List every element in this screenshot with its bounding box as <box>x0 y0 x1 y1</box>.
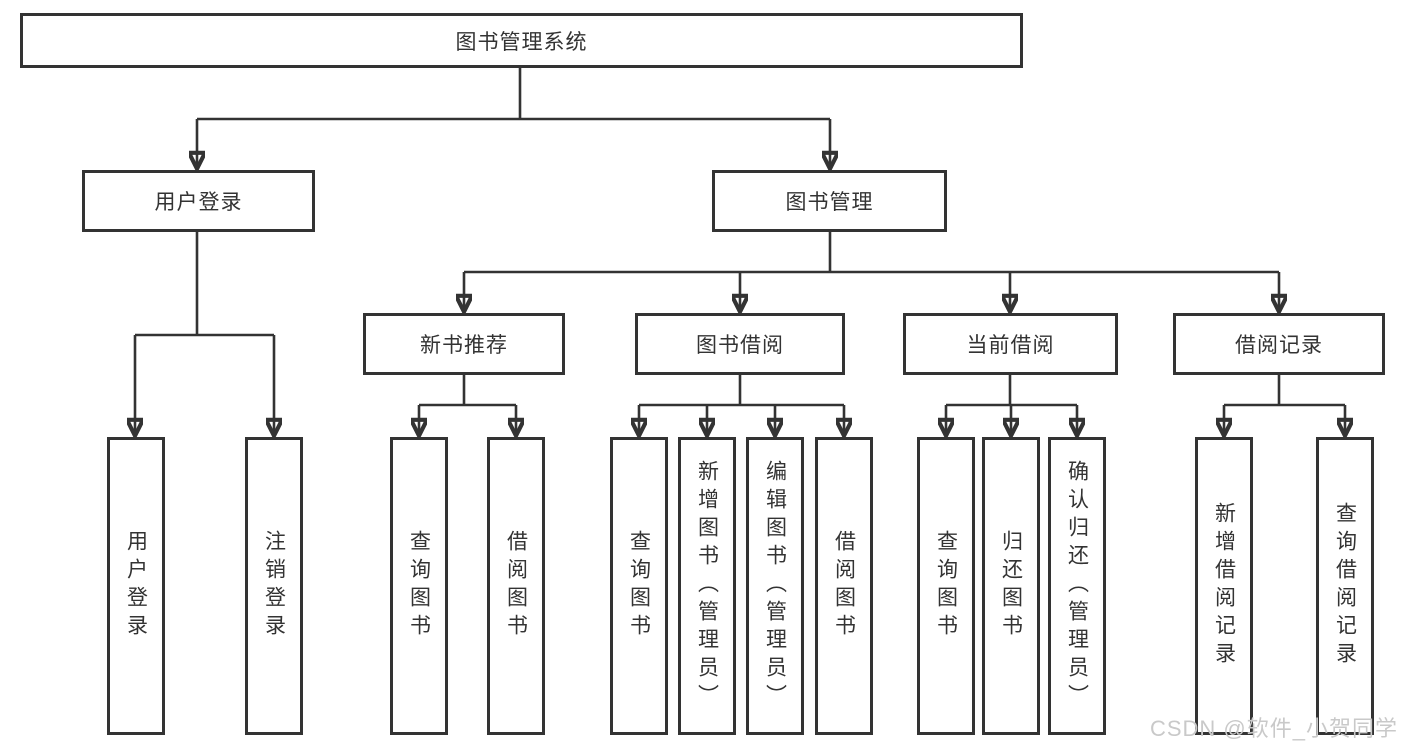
connector-current-borrow-to-leaves <box>946 375 1077 435</box>
node-new-book-recommend: 新书推荐 <box>363 313 565 375</box>
leaf-label: 查询图书 <box>627 530 651 642</box>
leaf-return-books: 归还图书 <box>982 437 1040 735</box>
leaf-label: 注销登录 <box>262 530 286 642</box>
connector-book-management-to-level3 <box>464 232 1279 311</box>
leaf-query-books: 查询图书 <box>390 437 448 735</box>
connector-new-book-recommend-to-leaves <box>419 375 516 435</box>
leaf-borrow-books: 借阅图书 <box>815 437 873 735</box>
csdn-watermark: CSDN @软件_小贺同学 <box>1149 716 1398 741</box>
leaf-label: 新增图书（管理员） <box>695 460 719 712</box>
leaf-label: 借阅图书 <box>832 530 856 642</box>
leaf-label: 查询图书 <box>934 530 958 642</box>
leaf-label: 新增借阅记录 <box>1212 502 1236 670</box>
node-user-login: 用户登录 <box>82 170 315 232</box>
node-borrow-records: 借阅记录 <box>1173 313 1385 375</box>
node-label: 借阅记录 <box>1235 334 1323 357</box>
leaf-borrow-books: 借阅图书 <box>487 437 545 735</box>
leaf-label: 归还图书 <box>999 530 1023 642</box>
leaf-query-borrow-record: 查询借阅记录 <box>1316 437 1374 735</box>
leaf-query-books: 查询图书 <box>610 437 668 735</box>
leaf-label: 借阅图书 <box>504 530 528 642</box>
node-label: 图书管理 <box>785 191 874 214</box>
leaf-add-books-admin: 新增图书（管理员） <box>678 437 736 735</box>
connector-book-borrow-to-leaves <box>639 375 844 435</box>
node-current-borrow: 当前借阅 <box>903 313 1118 375</box>
node-label: 当前借阅 <box>966 334 1055 357</box>
leaf-edit-books-admin: 编辑图书（管理员） <box>746 437 804 735</box>
leaf-logout-login: 注销登录 <box>245 437 303 735</box>
leaf-query-books: 查询图书 <box>917 437 975 735</box>
leaf-label: 用户登录 <box>124 530 148 642</box>
node-book-management: 图书管理 <box>712 170 947 232</box>
node-label: 用户登录 <box>154 191 243 214</box>
leaf-label: 查询借阅记录 <box>1333 502 1357 670</box>
connector-user-login-to-leaves <box>135 232 274 435</box>
leaf-confirm-return-admin: 确认归还（管理员） <box>1048 437 1106 735</box>
node-label: 图书管理系统 <box>455 30 588 54</box>
node-book-borrow: 图书借阅 <box>635 313 845 375</box>
leaf-label: 查询图书 <box>407 530 431 642</box>
leaf-label: 确认归还（管理员） <box>1065 460 1089 712</box>
node-label: 新书推荐 <box>420 334 508 357</box>
connector-borrow-records-to-leaves <box>1224 375 1345 435</box>
leaf-user-login: 用户登录 <box>107 437 165 735</box>
connector-root-to-level2 <box>197 68 830 168</box>
node-label: 图书借阅 <box>696 334 784 357</box>
node-library-management-system: 图书管理系统 <box>20 13 1023 68</box>
leaf-add-borrow-record: 新增借阅记录 <box>1195 437 1253 735</box>
leaf-label: 编辑图书（管理员） <box>763 460 787 712</box>
